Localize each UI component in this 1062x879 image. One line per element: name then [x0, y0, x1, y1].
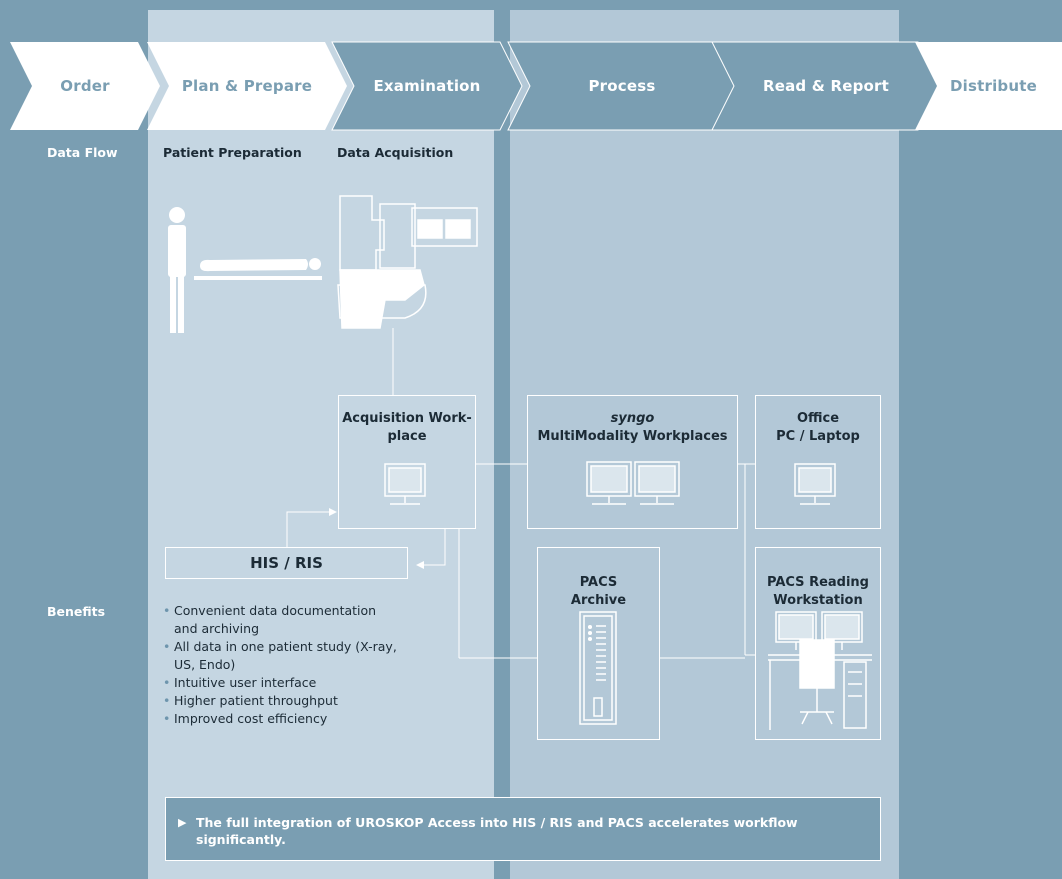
- pacs-reading-line2: Workstation: [773, 593, 863, 608]
- step-order: Order: [10, 42, 160, 130]
- office-monitor-icon: [794, 463, 836, 505]
- patient-preparation-label: Patient Preparation: [163, 145, 302, 160]
- summary-text: The full integration of UROSKOP Access i…: [196, 815, 798, 847]
- acquisition-workplace-box: Acquisition Work- place: [338, 395, 476, 529]
- reading-workstation-icon: [768, 611, 872, 730]
- triangle-bullet-icon: ▶: [178, 816, 187, 829]
- pacs-archive-line2: Archive: [570, 593, 627, 608]
- pacs-reading-line1: PACS Reading: [767, 575, 869, 590]
- xray-system-icon: [337, 195, 478, 329]
- benefit-item: Improved cost efficiency: [163, 710, 403, 728]
- syngo-workplaces-title: syngo MultiModality Workplaces: [528, 410, 737, 446]
- office-pc-title: Office PC / Laptop: [756, 410, 880, 446]
- benefit-item: All data in one patient study (X-ray, US…: [163, 638, 403, 674]
- step-distribute-label: Distribute: [950, 77, 1037, 95]
- server-rack-icon: [579, 611, 617, 725]
- benefit-item: Intuitive user interface: [163, 674, 403, 692]
- pacs-reading-title: PACS Reading Workstation: [756, 574, 880, 610]
- pacs-archive-title: PACS Archive: [538, 574, 659, 610]
- benefit-item: Convenient data documentation and archiv…: [163, 602, 403, 638]
- benefit-item: Higher patient throughput: [163, 692, 403, 710]
- office-pc-box: Office PC / Laptop: [755, 395, 881, 529]
- syngo-monitor-right-icon: [634, 461, 680, 505]
- benefits-label: Benefits: [47, 604, 106, 619]
- step-examination: Examination: [331, 41, 523, 131]
- step-examination-label: Examination: [373, 77, 481, 95]
- acquisition-monitor-icon: [384, 463, 426, 505]
- arrowheads: [329, 508, 424, 569]
- data-acquisition-label: Data Acquisition: [337, 145, 454, 160]
- process-read-band: [510, 10, 899, 879]
- syngo-title-line2: MultiModality Workplaces: [537, 429, 728, 444]
- acquisition-title-line2: place: [387, 429, 427, 444]
- step-read-report-label: Read & Report: [762, 77, 890, 95]
- standing-person-icon: [168, 207, 186, 333]
- his-ris-box: HIS / RIS: [165, 547, 408, 579]
- step-read-report: Read & Report: [711, 41, 941, 131]
- connector-lines: [286, 328, 755, 659]
- lying-patient-icon: [194, 258, 322, 280]
- data-flow-label: Data Flow: [47, 145, 118, 160]
- pacs-archive-box: PACS Archive: [537, 547, 660, 740]
- step-plan-prepare-label: Plan & Prepare: [181, 77, 313, 95]
- benefits-list: Convenient data documentation and archiv…: [163, 602, 403, 728]
- syngo-workplaces-box: syngo MultiModality Workplaces: [527, 395, 738, 529]
- office-title-line1: Office: [796, 411, 840, 426]
- syngo-brand: syngo: [610, 411, 655, 426]
- summary-box: ▶ The full integration of UROSKOP Access…: [165, 797, 881, 861]
- step-process-label: Process: [588, 77, 656, 95]
- his-ris-title: HIS / RIS: [250, 554, 323, 572]
- step-plan-prepare: Plan & Prepare: [147, 42, 347, 130]
- step-distribute: Distribute: [915, 42, 1062, 130]
- step-process: Process: [507, 41, 737, 131]
- step-order-label: Order: [60, 77, 110, 95]
- plan-examination-band: [148, 10, 494, 879]
- pacs-reading-box: PACS Reading Workstation: [755, 547, 881, 740]
- syngo-monitor-left-icon: [586, 461, 632, 505]
- acquisition-workplace-title: Acquisition Work- place: [339, 410, 475, 446]
- pacs-archive-line1: PACS: [579, 575, 618, 590]
- acquisition-title-line1: Acquisition Work-: [342, 411, 472, 426]
- office-title-line2: PC / Laptop: [776, 429, 860, 444]
